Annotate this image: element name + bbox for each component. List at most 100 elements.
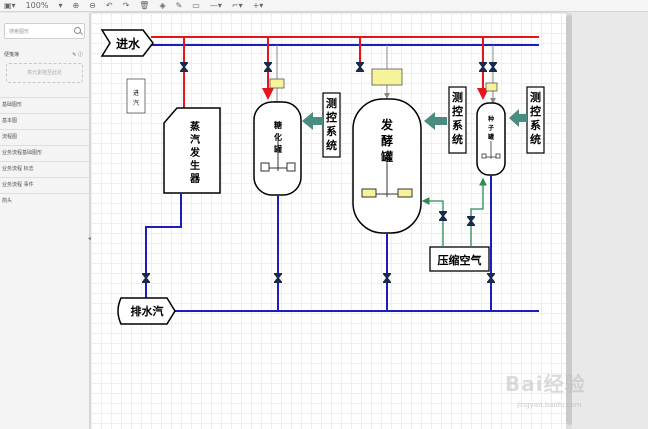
section-bpmn-events[interactable]: 业务流程 事件 [0,177,89,193]
undo-icon[interactable]: ↶ [105,0,113,10]
steam-generator-shape[interactable] [163,107,221,194]
valve-seed-top-1[interactable] [479,62,487,72]
line-color-icon[interactable]: ✎ [175,0,183,10]
svg-text:测: 测 [530,90,541,104]
svg-text:蒸: 蒸 [190,120,200,133]
sidebar-toggle-icon[interactable]: ▣▾ [4,0,16,10]
svg-text:种: 种 [487,115,494,123]
valve-sacch-top[interactable] [264,62,272,72]
valve-sacch-bottom[interactable] [274,273,282,283]
zoom-out-icon[interactable]: ⊖ [89,0,96,10]
toolbar: ▣▾ 100% ▾ ⊕ ⊖ ↶ ↷ 🗑 ◈ ✎ ▭ —▾ ⌐▾ +▾ [0,0,648,12]
svg-text:罐: 罐 [380,149,393,164]
valve-seed-top-2[interactable] [489,62,497,72]
inlet-water-label: 进水 [116,36,141,51]
section-basic-shapes[interactable]: 基础图形 [0,97,89,113]
svg-text:系: 系 [452,118,463,132]
seed-yellow-box[interactable] [485,82,498,92]
svg-text:罐: 罐 [487,133,494,141]
air-to-seed-line[interactable] [470,177,487,247]
svg-text:器: 器 [189,173,201,185]
fill-icon[interactable]: ◈ [159,0,166,10]
valve-ferm-bottom[interactable] [383,273,391,283]
svg-text:测: 测 [326,96,337,110]
scratchpad-header: 便笺簿 ✎ ⓘ [4,51,89,58]
shape-search-input[interactable]: 搜索图形 [4,23,85,39]
ferm-agitator-icon [361,163,413,198]
steam-generator-drain-line[interactable] [145,193,182,311]
scrollbar-thumb[interactable] [566,15,572,425]
drain-steam-label: 排水汽 [131,304,164,318]
zoom-dropdown-icon[interactable]: ▾ [58,0,63,10]
steam-in-note-box[interactable] [126,78,146,114]
insert-icon[interactable]: +▾ [252,0,264,10]
svg-text:发: 发 [189,146,201,159]
control-1-arrow[interactable] [302,112,323,130]
shape-sections: 基础图形 基本图 流程图 业务流程基础图形 业务流程 标志 业务流程 事件 箭头 [0,97,89,209]
scratchpad-title[interactable]: 便笺簿 [4,52,20,58]
delete-icon[interactable]: 🗑 [139,0,150,10]
section-bpmn-basic[interactable]: 业务流程基础图形 [0,145,89,161]
steam-in-note-1: 进 [133,89,139,97]
sidebar-collapse-handle[interactable]: ◂ [88,235,92,242]
valve-steam-generator[interactable] [180,62,188,72]
section-arrows[interactable]: 箭头 [0,193,89,209]
valve-generator-drain[interactable] [142,273,150,283]
section-flowchart[interactable]: 流程图 [0,129,89,145]
svg-text:子: 子 [488,125,494,132]
diagram-page[interactable]: 进水 进 汽 蒸 汽 发 生 器 排水汽 [91,13,567,429]
inlet-water-shape[interactable] [100,29,154,57]
svg-text:酵: 酵 [381,133,393,148]
watermark-logo: Bai经验 [505,372,586,396]
control-3-arrow[interactable] [509,109,527,127]
shadow-icon[interactable]: ▭ [192,0,200,10]
line-style-icon[interactable]: —▾ [209,0,222,10]
compressed-air-box[interactable] [429,246,490,272]
control-system-3-label: 测 控 系 统 [530,90,541,146]
steam-generator-label: 蒸 汽 发 生 器 [189,120,201,185]
svg-text:系: 系 [530,118,541,132]
canvas-area[interactable]: 进水 进 汽 蒸 汽 发 生 器 排水汽 [91,13,648,429]
shape-sidebar: 搜索图形 便笺簿 ✎ ⓘ 将元素拖至此处 基础图形 基本图 流程图 业务流程基础… [0,13,90,429]
svg-text:糖: 糖 [274,120,282,130]
scratchpad-edit-icon[interactable]: ✎ ⓘ [72,52,83,58]
air-to-ferm-line[interactable] [421,197,444,247]
control-system-2-box[interactable] [448,86,467,154]
valve-seed-bottom[interactable] [487,273,495,283]
section-bpmn-markers[interactable]: 业务流程 标志 [0,161,89,177]
svg-text:控: 控 [326,110,337,124]
zoom-level[interactable]: 100% [25,0,49,10]
compressed-air-label: 压缩空气 [438,253,482,267]
svg-text:控: 控 [452,104,463,118]
svg-text:汽: 汽 [190,133,200,146]
watermark-url: jingyan.baidu.com [517,401,582,409]
search-placeholder: 搜索图形 [9,29,30,35]
drain-steam-shape[interactable] [117,297,176,325]
seed-agitator-icon [481,141,501,159]
svg-text:控: 控 [530,104,541,118]
svg-text:测: 测 [452,90,463,104]
control-system-2-label: 测 控 系 统 [452,90,463,146]
valve-ferm-top[interactable] [356,62,364,72]
valve-air-seed[interactable] [467,216,475,226]
svg-text:系: 系 [326,124,337,138]
search-icon[interactable] [74,27,81,34]
svg-text:生: 生 [190,159,200,172]
zoom-in-icon[interactable]: ⊕ [72,0,80,10]
svg-text:统: 统 [530,132,541,146]
control-2-arrow[interactable] [424,112,447,130]
redo-icon[interactable]: ↷ [122,0,130,10]
svg-text:发: 发 [380,117,394,132]
seed-tank-label: 种 子 罐 [487,115,494,141]
scratchpad-drop-zone[interactable]: 将元素拖至此处 [6,63,83,83]
svg-text:统: 统 [452,132,463,146]
valve-air-ferm[interactable] [439,211,447,221]
control-system-1-label: 测 控 系 统 [326,96,337,152]
waypoint-icon[interactable]: ⌐▾ [231,0,243,10]
process-diagram: 进水 进 汽 蒸 汽 发 生 器 排水汽 [100,29,545,325]
section-basic[interactable]: 基本图 [0,113,89,129]
sacch-agitator-icon [260,133,296,172]
svg-text:统: 统 [326,138,337,152]
ferm-yellow-box-top[interactable] [371,68,403,86]
sacch-yellow-box[interactable] [269,78,285,89]
